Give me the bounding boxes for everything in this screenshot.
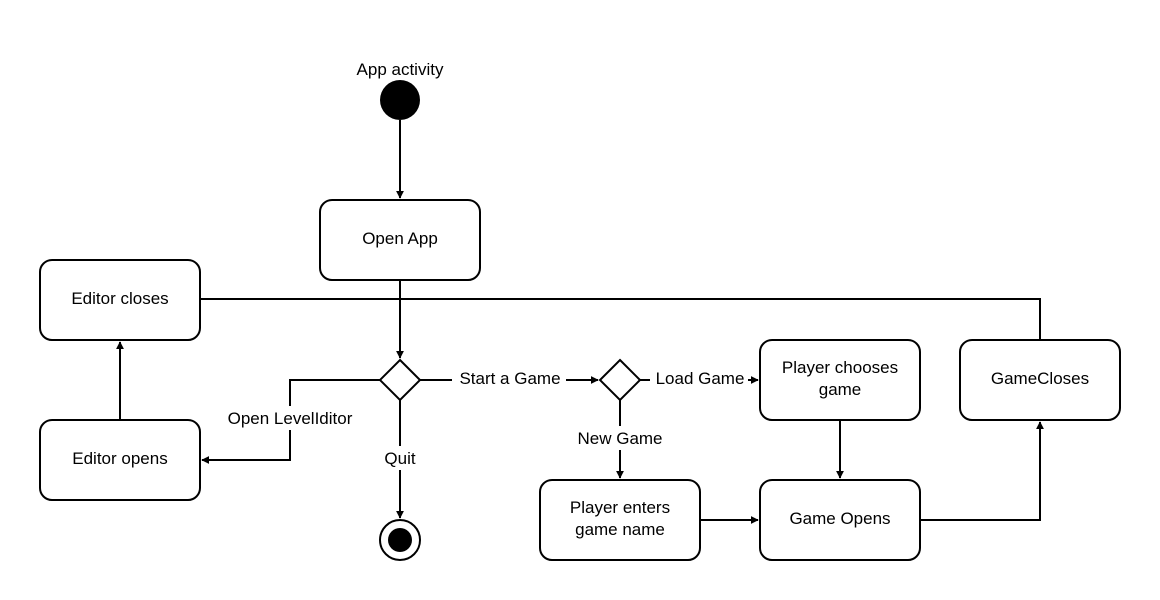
svg-text:GameCloses: GameCloses xyxy=(991,369,1089,388)
svg-text:Editor closes: Editor closes xyxy=(71,289,168,308)
svg-text:Open LevelIditor: Open LevelIditor xyxy=(228,409,353,428)
action-player-chooses-game: Player chooses game xyxy=(759,339,921,421)
svg-text:game name: game name xyxy=(575,520,665,539)
action-editor-opens: Editor opens xyxy=(39,419,201,501)
final-node xyxy=(379,519,421,561)
edge-game-closes-to-decision xyxy=(400,298,1041,340)
svg-text:Game Opens: Game Opens xyxy=(789,509,890,528)
svg-text:Editor opens: Editor opens xyxy=(72,449,167,468)
diagram-title: App activity xyxy=(357,60,444,79)
action-editor-closes: Editor closes xyxy=(39,259,201,341)
edge-label-new-game: New Game xyxy=(570,426,670,450)
action-open-app: Open App xyxy=(319,199,481,281)
svg-text:Player enters: Player enters xyxy=(570,498,670,517)
decision-node-main xyxy=(378,358,422,402)
decision-node-game xyxy=(598,358,642,402)
action-game-closes: GameCloses xyxy=(959,339,1121,421)
svg-text:New Game: New Game xyxy=(577,429,662,448)
edge-game-opens-to-game-closes xyxy=(920,421,1044,521)
edge-label-quit: Quit xyxy=(380,446,420,470)
action-game-opens: Game Opens xyxy=(759,479,921,561)
svg-text:Open App: Open App xyxy=(362,229,438,248)
svg-text:Quit: Quit xyxy=(384,449,415,468)
svg-text:Player chooses: Player chooses xyxy=(782,358,898,377)
action-player-enters-game-name: Player enters game name xyxy=(539,479,701,561)
initial-node xyxy=(380,80,420,120)
svg-text:Start a Game: Start a Game xyxy=(459,369,560,388)
svg-text:game: game xyxy=(819,380,862,399)
edge-label-start-a-game: Start a Game xyxy=(452,366,566,390)
edge-label-open-level-editor: Open LevelIditor xyxy=(220,406,360,430)
svg-text:Load Game: Load Game xyxy=(656,369,745,388)
edge-label-load-game: Load Game xyxy=(650,366,748,390)
